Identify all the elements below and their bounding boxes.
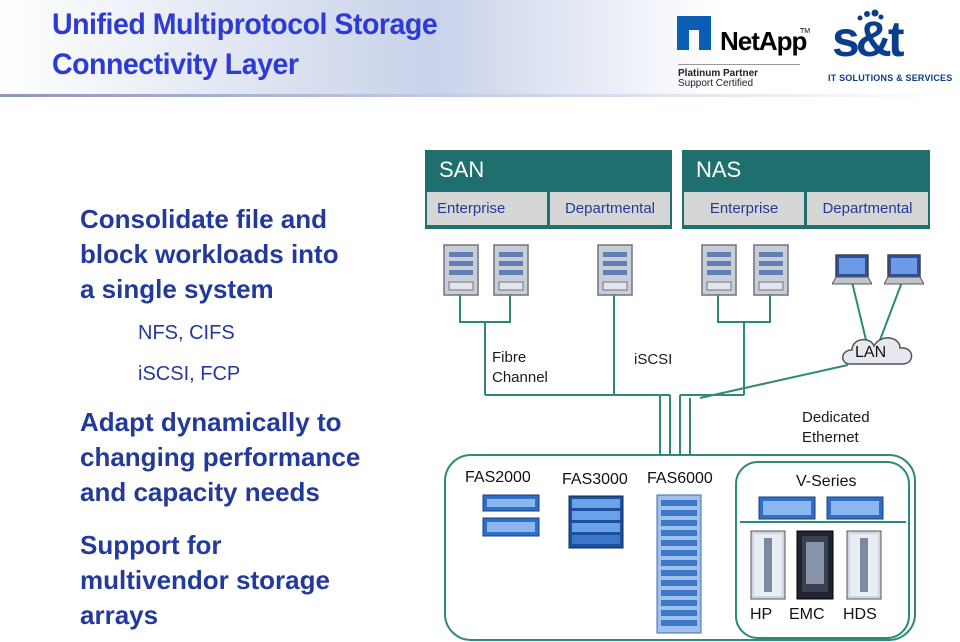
- netapp-logo-text: NetApp: [720, 26, 807, 56]
- lan-cloud-icon: [842, 337, 913, 365]
- fibre-channel-label-line-2: Channel: [492, 369, 548, 386]
- fas2000-storage-icon: [482, 494, 540, 537]
- netapp-logo-divider: [678, 64, 800, 65]
- san-enterprise-label: Enterprise: [427, 192, 547, 225]
- hp-array-icon: [750, 530, 786, 600]
- laptop-icon: [832, 254, 872, 285]
- bullet-multivendor-line-2: multivendor storage: [80, 565, 330, 595]
- page-title-line-2: Connectivity Layer: [52, 48, 299, 81]
- hds-array-icon: [846, 530, 882, 600]
- hp-label: HP: [750, 606, 773, 623]
- snt-logo-dots-icon: [857, 9, 884, 21]
- snt-logo-tagline: IT SOLUTIONS & SERVICES: [828, 73, 953, 83]
- server-icon: [597, 244, 633, 296]
- sub-bullet-nfs-cifs: NFS, CIFS: [138, 322, 235, 344]
- san-enterprise-server-link: [459, 294, 511, 323]
- vseries-controller-icon: [758, 496, 816, 520]
- bullet-multivendor-line-3: arrays: [80, 600, 159, 630]
- bullet-multivendor-line-1: Support for: [80, 530, 222, 560]
- partner-certification: Support Certified: [678, 78, 754, 89]
- snt-logo-text: s&t: [832, 11, 905, 67]
- vseries-frame: [735, 461, 910, 639]
- fibre-channel-label-line-1: Fibre: [492, 349, 527, 366]
- laptop-1-link: [851, 281, 867, 341]
- fas2000-label: FAS2000: [465, 469, 531, 486]
- vseries-controller-icon: [826, 496, 884, 520]
- dedicated-ethernet-label-line-1: Dedicated: [802, 409, 870, 426]
- netapp-logo-icon: [677, 16, 711, 50]
- partner-level: Platinum Partner: [678, 68, 759, 79]
- header-divider: [0, 94, 960, 97]
- server-icon: [493, 244, 529, 296]
- bullet-adapt-line-1: Adapt dynamically to: [80, 407, 342, 437]
- lan-link: [699, 364, 849, 399]
- header-band: [0, 0, 960, 96]
- nas-departmental-label: Departmental: [807, 192, 928, 225]
- bullet-consolidate-line-3: a single system: [80, 274, 274, 304]
- iscsi-label: iSCSI: [634, 351, 673, 368]
- laptop-icon: [884, 254, 924, 285]
- bullet-consolidate-line-1: Consolidate file and: [80, 204, 328, 234]
- bullet-consolidate-line-2: block workloads into: [80, 239, 339, 269]
- bullet-adapt-line-2: changing performance: [80, 442, 361, 472]
- storage-frame: [444, 454, 916, 641]
- lan-label: LAN: [855, 344, 887, 361]
- san-departmental-label: Departmental: [550, 192, 670, 225]
- fas6000-storage-icon: [656, 494, 702, 634]
- server-icon: [443, 244, 479, 296]
- server-icon: [753, 244, 789, 296]
- nas-enterprise-server-link: [717, 294, 771, 323]
- bullet-adapt-line-3: and capacity needs: [80, 477, 320, 507]
- page-title-line-1: Unified Multiprotocol Storage: [52, 8, 438, 41]
- sub-bullet-iscsi-fcp: iSCSI, FCP: [138, 363, 241, 385]
- nas-header: NAS: [682, 150, 930, 190]
- netapp-trademark: TM: [800, 28, 811, 35]
- laptop-2-link: [879, 281, 903, 341]
- fas3000-storage-icon: [568, 495, 624, 549]
- emc-label: EMC: [789, 606, 825, 623]
- fas3000-label: FAS3000: [562, 471, 628, 488]
- hds-label: HDS: [843, 606, 877, 623]
- server-icon: [701, 244, 737, 296]
- vseries-label: V-Series: [796, 473, 857, 490]
- fas6000-label: FAS6000: [647, 470, 713, 487]
- dedicated-ethernet-label-line-2: Ethernet: [802, 429, 859, 446]
- nas-enterprise-label: Enterprise: [684, 192, 804, 225]
- emc-array-icon: [796, 530, 834, 600]
- san-header: SAN: [425, 150, 672, 190]
